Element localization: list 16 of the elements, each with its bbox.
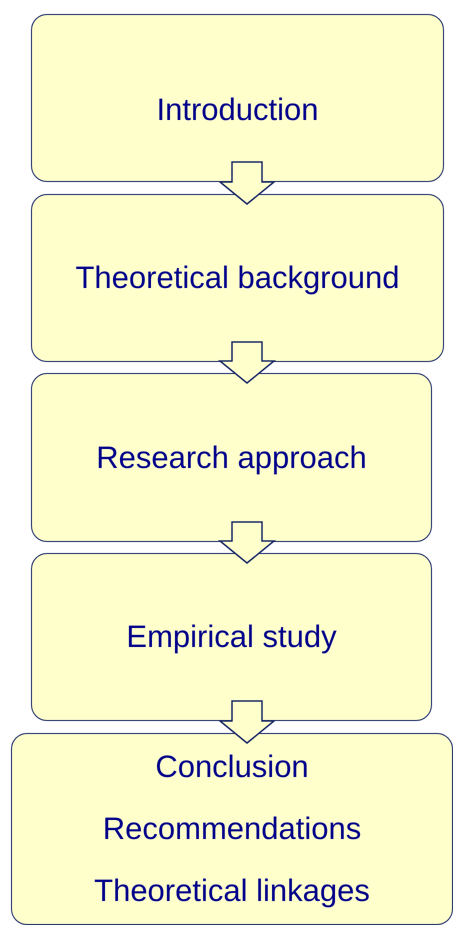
step-label: Theoretical background [76, 259, 400, 297]
block-arrow [218, 521, 276, 564]
step-label: Research approach [96, 438, 367, 476]
process-box [31, 14, 444, 182]
process-box [31, 194, 444, 362]
step-label: Conclusion [155, 748, 309, 786]
block-arrow [218, 341, 276, 384]
process-box [31, 553, 432, 721]
block-arrow [218, 161, 276, 205]
process-box [31, 373, 432, 542]
step-label: Recommendations [102, 810, 362, 848]
step-label: Theoretical linkages [94, 872, 370, 910]
step-label: Empirical study [126, 618, 337, 656]
block-arrow [218, 700, 276, 744]
process-box [11, 733, 453, 925]
step-label: Introduction [156, 91, 318, 129]
